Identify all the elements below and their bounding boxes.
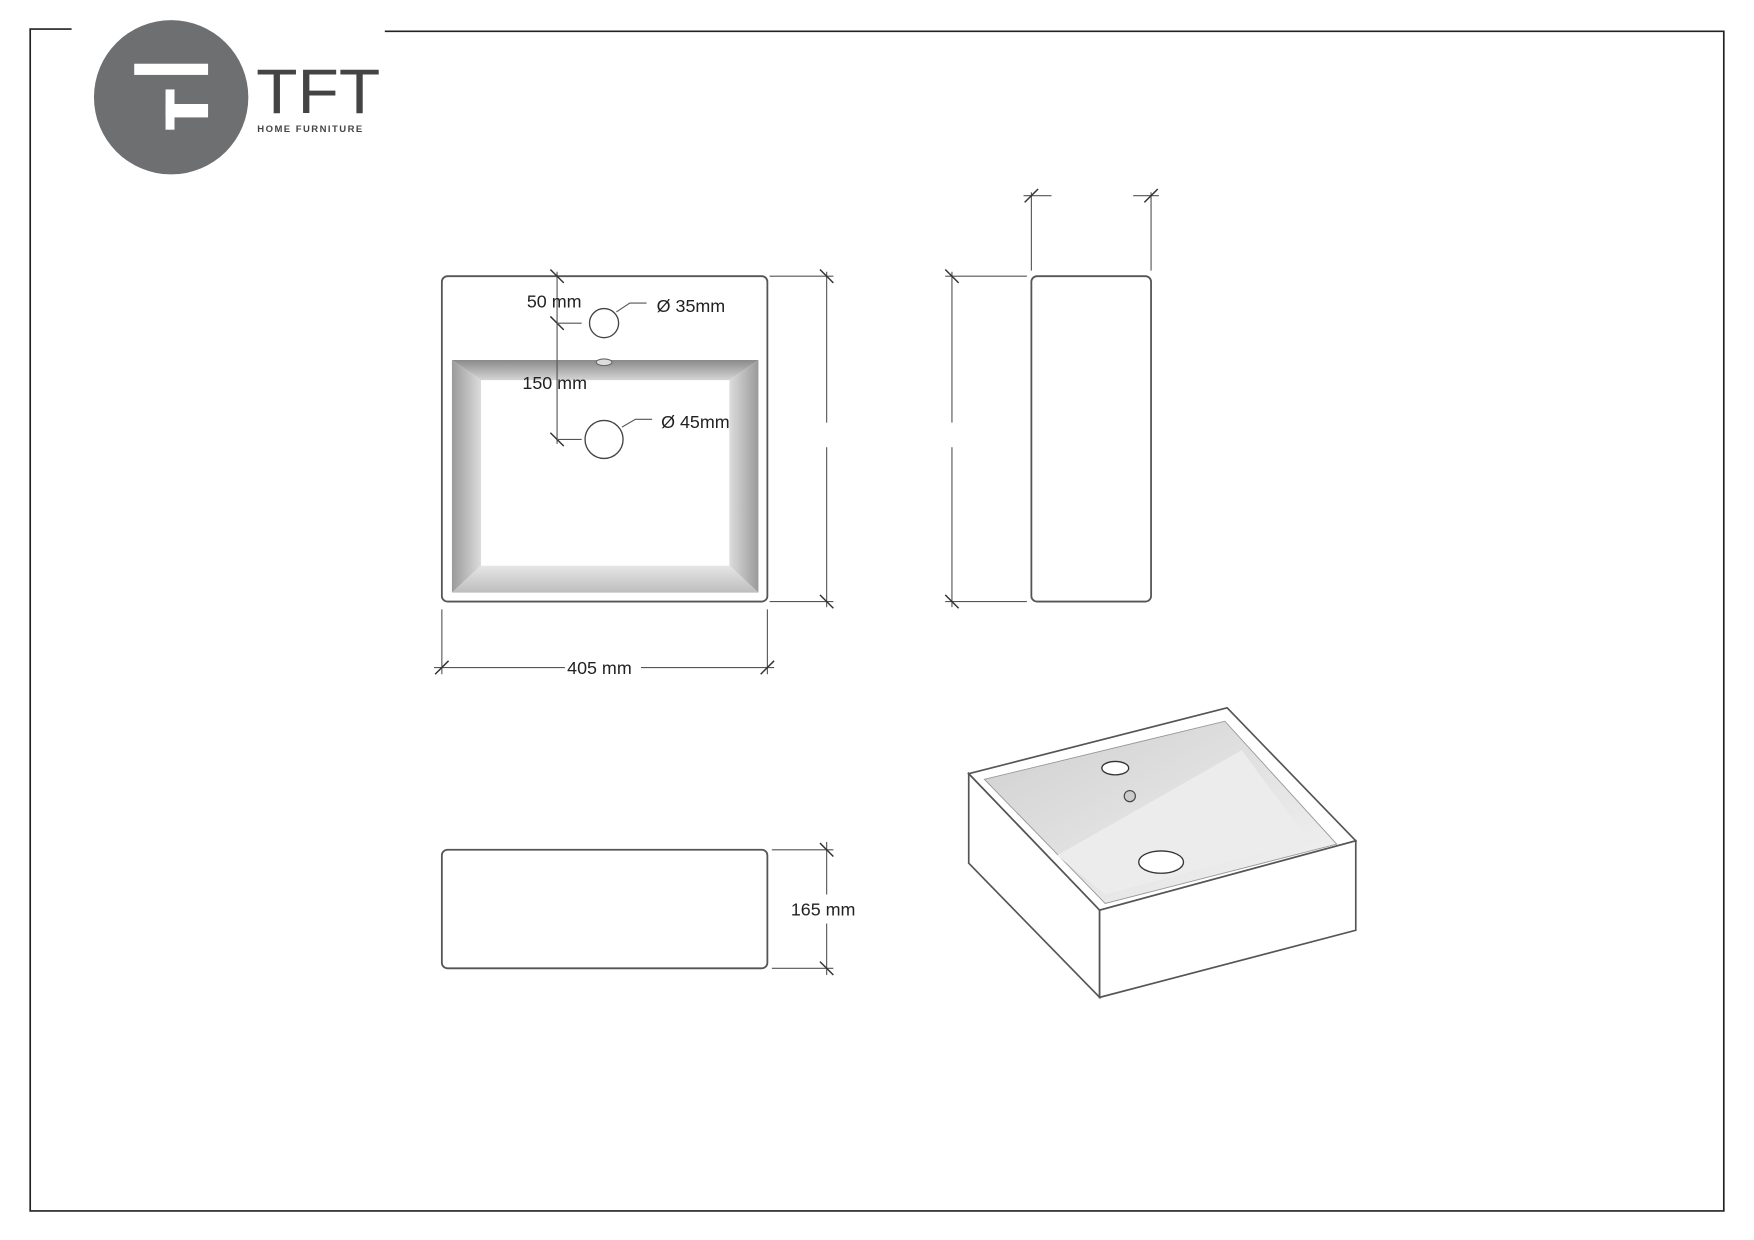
height-label: 165 mm bbox=[791, 900, 856, 920]
brand-logo: TFT HOME FURNITURE bbox=[93, 20, 380, 175]
brand-subtitle: HOME FURNITURE bbox=[257, 124, 363, 135]
top-view: 50 mm Ø 35mm 150 mm Ø 45mm 405 mm bbox=[434, 268, 834, 678]
drain-hole bbox=[584, 419, 624, 460]
tap-offset-label: 50 mm bbox=[527, 291, 582, 311]
brand-name: TFT bbox=[256, 57, 380, 127]
drain-offset-label: 150 mm bbox=[522, 373, 587, 393]
drain-hole-label: Ø 45mm bbox=[661, 412, 730, 432]
tap-hole-label: Ø 35mm bbox=[657, 296, 726, 316]
front-view: 165 mm bbox=[440, 841, 856, 976]
tap-hole bbox=[588, 307, 620, 339]
isometric-view bbox=[967, 706, 1358, 1000]
width-label: 405 mm bbox=[567, 658, 632, 678]
page-frame bbox=[29, 28, 1725, 1212]
side-view bbox=[944, 188, 1159, 609]
